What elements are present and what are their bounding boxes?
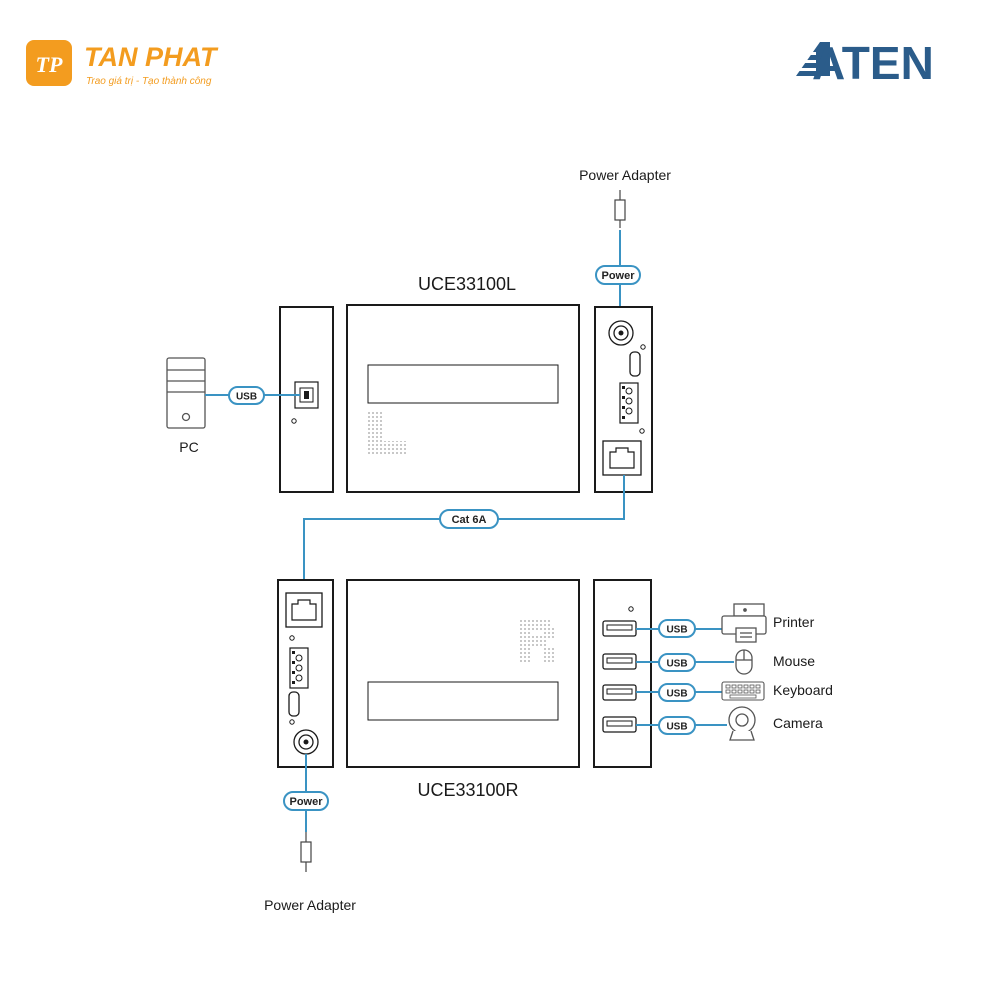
tanphat-logo-badge — [26, 40, 72, 86]
cat6a-cable-tag: Cat 6A — [439, 509, 499, 529]
remote-unit-display-slot — [367, 681, 559, 721]
usb-a-port-icon — [602, 716, 637, 733]
svg-text:Power: Power — [289, 796, 323, 808]
power-cable-top-tag: Power — [595, 265, 641, 285]
power-adapter-top-label: Power Adapter — [579, 167, 671, 183]
usb-b-port-icon — [294, 381, 319, 409]
camera-label: Camera — [773, 715, 823, 731]
tanphat-logo: TP TAN PHAT Trao giá trị - Tạo thành côn… — [24, 36, 264, 92]
printer-label: Printer — [773, 614, 815, 630]
local-unit-display-slot — [367, 364, 559, 404]
tanphat-tagline: Trao giá trị - Tạo thành công — [86, 76, 212, 87]
power-adapter-bottom-label: Power Adapter — [264, 897, 356, 913]
rj45-port-icon — [285, 592, 323, 628]
led-indicator-icon — [289, 635, 295, 641]
keyboard-label: Keyboard — [773, 682, 833, 698]
terminal-block-icon — [289, 647, 309, 689]
pc-tower-icon — [166, 357, 206, 429]
usb-cable-mouse-tag: USB — [658, 653, 696, 672]
usb-cable-printer-tag: USB — [658, 619, 696, 638]
svg-text:Cat 6A: Cat 6A — [452, 514, 487, 526]
terminal-block-icon — [619, 382, 639, 424]
usb-a-port-icon — [602, 620, 637, 637]
local-unit-letter-l-icon — [368, 410, 408, 455]
led-indicator-icon — [639, 428, 645, 434]
led-indicator-icon — [289, 719, 295, 725]
svg-text:TP: TP — [36, 52, 63, 77]
remote-unit-body — [346, 579, 580, 768]
pc-label: PC — [179, 439, 198, 455]
remote-unit-left-panel — [277, 579, 334, 768]
local-unit-left-panel — [279, 306, 334, 493]
tanphat-brand-name: TAN PHAT — [84, 42, 219, 72]
camera-icon — [728, 706, 756, 741]
aten-logo: ATEN — [790, 37, 950, 89]
local-unit-body — [346, 304, 580, 493]
power-adapter-top-plug-icon — [614, 190, 626, 228]
printer-icon — [721, 603, 767, 643]
remote-unit-right-panel — [593, 579, 652, 768]
remote-unit-model-label: UCE33100R — [417, 780, 518, 800]
svg-text:Power: Power — [601, 270, 635, 282]
usb-a-port-icon — [602, 684, 637, 701]
remote-unit-letter-r-icon — [518, 618, 556, 662]
led-indicator-icon — [628, 606, 634, 612]
mouse-label: Mouse — [773, 653, 815, 669]
led-indicator-icon — [291, 418, 297, 424]
usb-cable-pc-tag: USB — [228, 386, 265, 405]
local-unit-right-panel — [594, 306, 653, 493]
power-cable-bottom-tag: Power — [283, 791, 329, 811]
usb-c-port-icon — [629, 351, 641, 377]
usb-a-port-icon — [602, 653, 637, 670]
power-adapter-bottom-plug-icon — [300, 832, 312, 872]
svg-text:USB: USB — [666, 689, 687, 700]
svg-text:USB: USB — [666, 722, 687, 733]
rj45-port-icon — [602, 440, 642, 476]
keyboard-icon — [721, 681, 765, 701]
power-jack-icon — [608, 320, 634, 346]
local-unit-model-label: UCE33100L — [418, 274, 516, 294]
power-jack-icon — [293, 729, 319, 755]
usb-c-port-icon — [288, 691, 300, 717]
svg-text:USB: USB — [666, 659, 687, 670]
svg-text:USB: USB — [666, 625, 687, 636]
svg-text:USB: USB — [236, 392, 257, 403]
aten-brand-name: ATEN — [812, 38, 934, 88]
led-indicator-icon — [640, 344, 646, 350]
usb-cable-camera-tag: USB — [658, 716, 696, 735]
usb-cable-keyboard-tag: USB — [658, 683, 696, 702]
mouse-icon — [735, 649, 753, 675]
